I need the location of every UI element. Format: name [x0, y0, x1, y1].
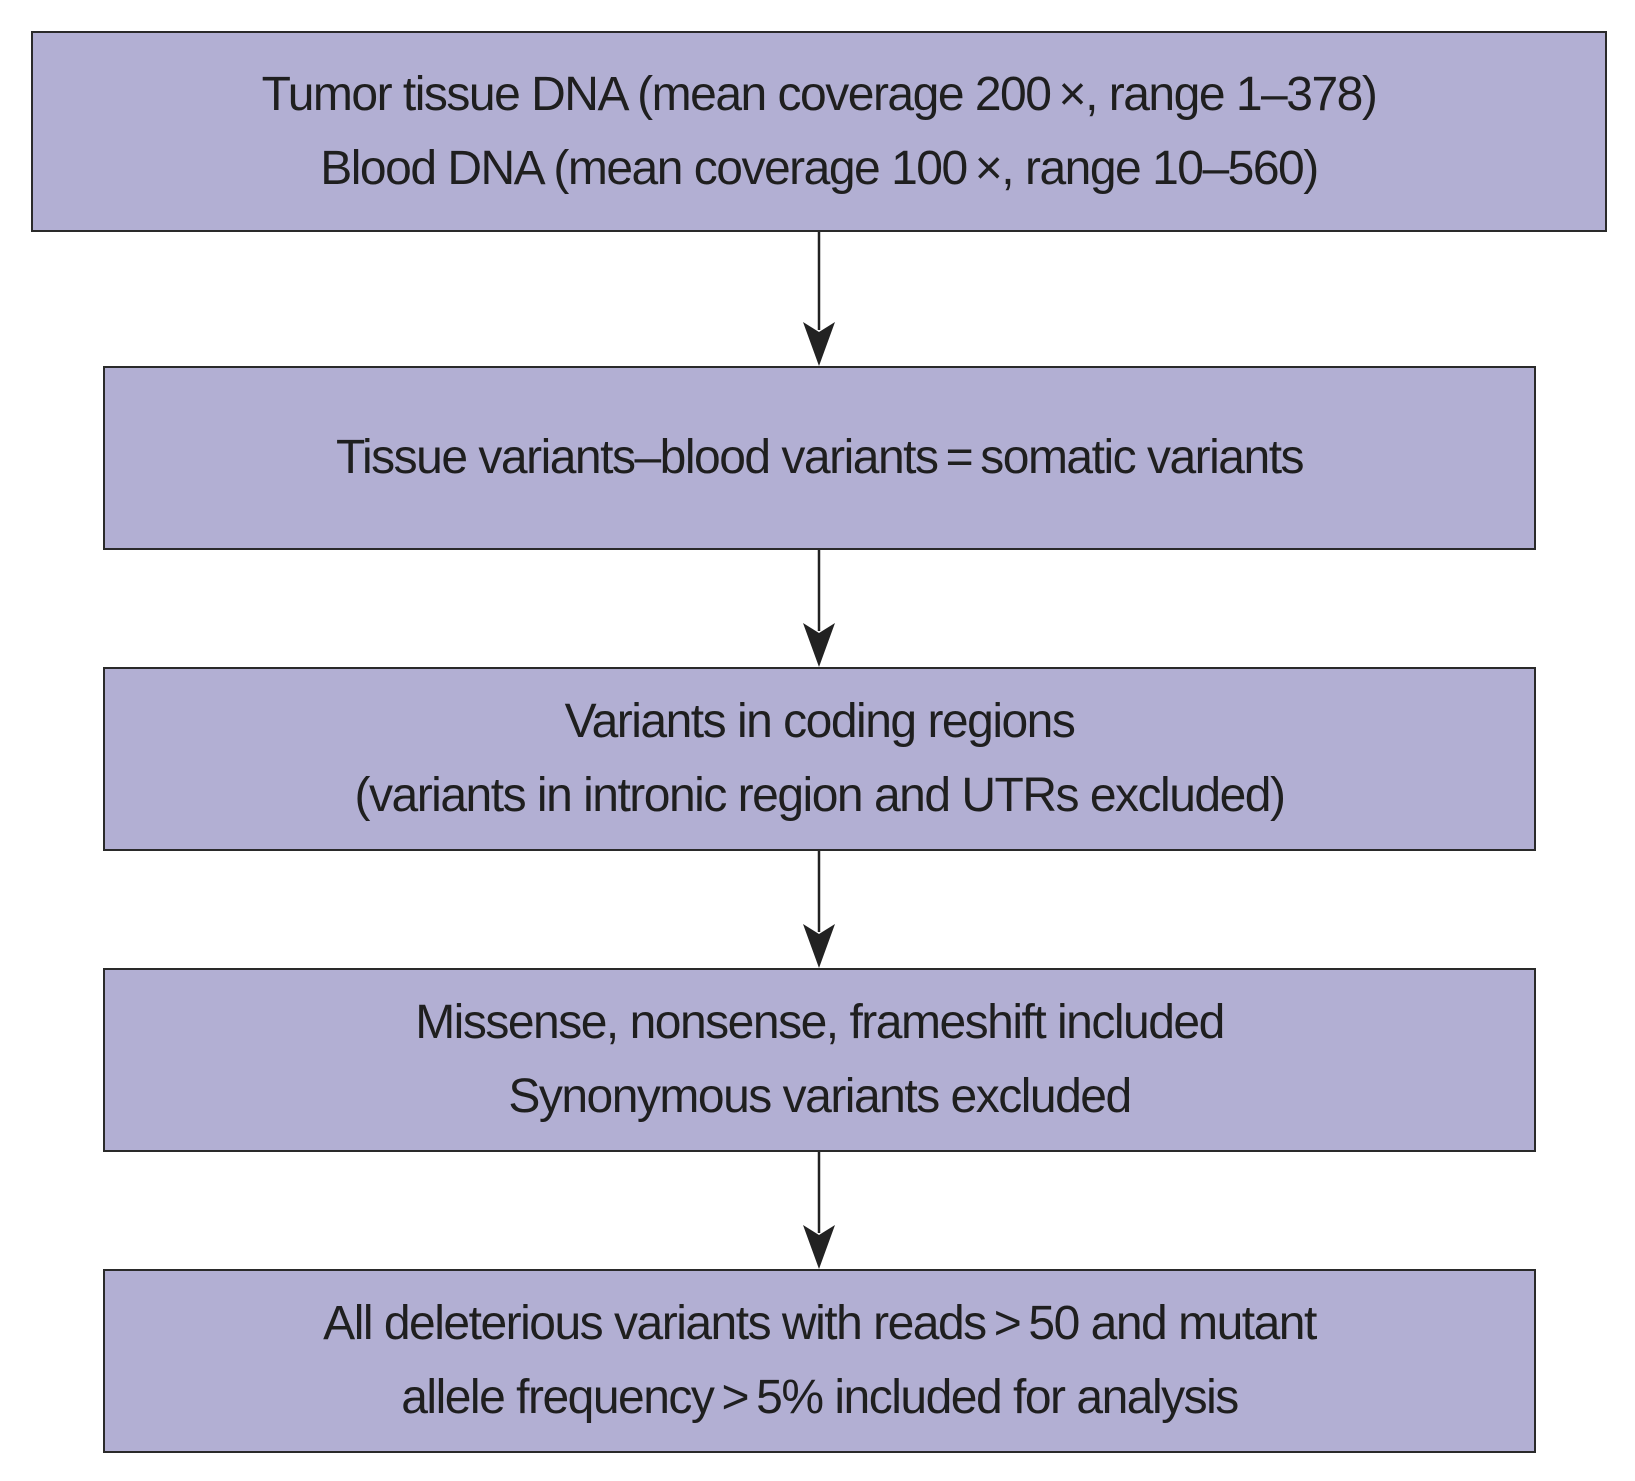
step-4-line-1: Missense, nonsense, frameshift included: [415, 996, 1225, 1049]
step-5-line-1: All deleterious variants with reads > 50…: [323, 1297, 1317, 1350]
step-2-line-1: Tissue variants–blood variants = somatic…: [335, 431, 1305, 484]
step-1-line-1: Tumor tissue DNA (mean coverage 200 ×, r…: [261, 67, 1378, 121]
step-1-line-2: Blood DNA (mean coverage 100 ×, range 10…: [320, 141, 1319, 195]
arrow-3-to-4: [803, 851, 835, 968]
step-3-coding-regions: Variants in coding regions (variants in …: [103, 667, 1536, 851]
step-3-line-1: Variants in coding regions: [564, 695, 1076, 748]
arrow-4-to-5: [803, 1152, 835, 1269]
step-4-line-2: Synonymous variants excluded: [508, 1070, 1132, 1123]
step-2-somatic-variants: Tissue variants–blood variants = somatic…: [103, 366, 1536, 550]
arrow-1-to-2: [803, 232, 835, 366]
step-5-deleterious-filter: All deleterious variants with reads > 50…: [103, 1269, 1536, 1453]
step-4-variant-types: Missense, nonsense, frameshift included …: [103, 968, 1536, 1152]
arrow-2-to-3: [803, 550, 835, 667]
step-3-line-2: (variants in intronic region and UTRs ex…: [354, 769, 1286, 822]
step-5-line-2: allele frequency > 5% included for analy…: [401, 1371, 1239, 1424]
step-1-sequencing-coverage: Tumor tissue DNA (mean coverage 200 ×, r…: [31, 31, 1607, 232]
